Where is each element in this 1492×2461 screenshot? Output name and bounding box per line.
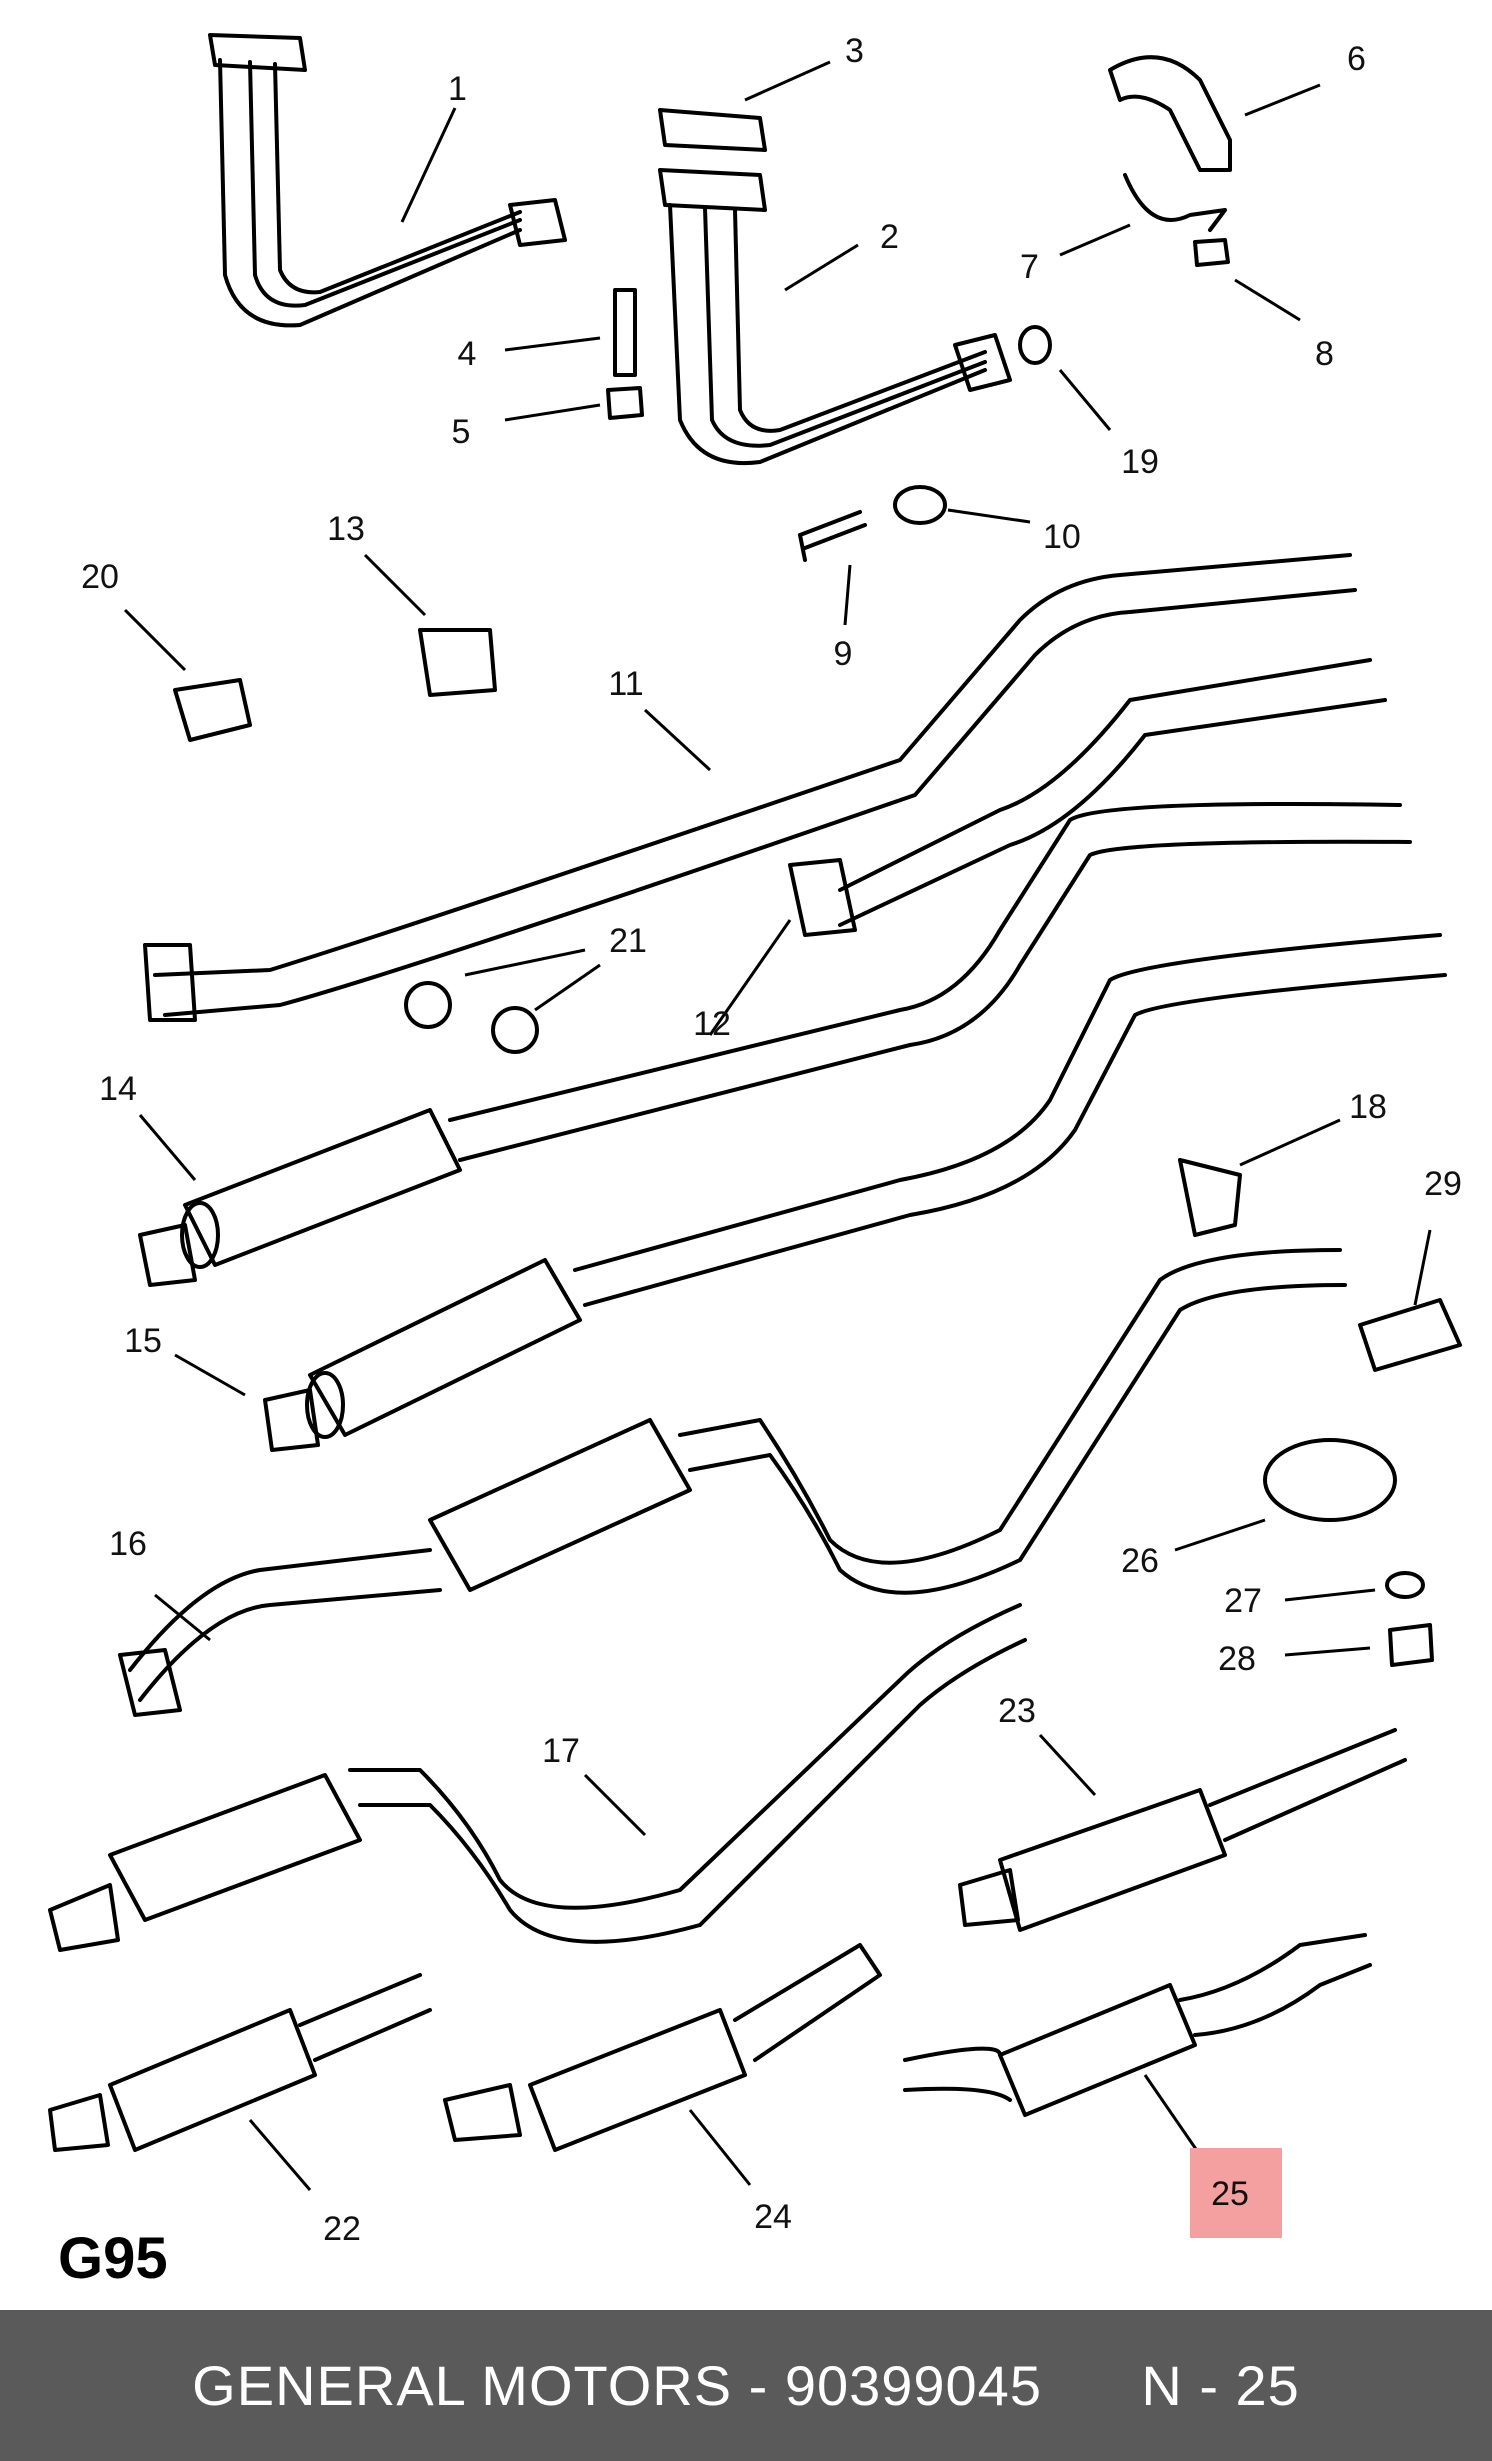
part-15-muffler-pipe <box>263 933 1447 1452</box>
callout-labels: 1 2 3 4 5 6 7 8 9 10 11 12 13 14 15 16 1… <box>81 32 1462 2248</box>
label-23: 23 <box>998 1692 1036 1730</box>
part-1-manifold <box>208 33 567 328</box>
label-13: 13 <box>327 510 365 548</box>
footer-part-number: 90399045 <box>784 2354 1042 2417</box>
label-20: 20 <box>81 558 119 596</box>
part-footer-bar: GENERAL MOTORS - 90399045 N - 25 <box>0 2310 1492 2461</box>
part-18-bracket <box>1178 1158 1242 1237</box>
footer-brand: GENERAL MOTORS <box>192 2354 733 2417</box>
label-15: 15 <box>124 1322 162 1360</box>
part-8-nut <box>1193 238 1230 267</box>
part-16-muffler-pipe <box>118 1248 1347 1717</box>
part-12-pipe <box>838 658 1387 927</box>
label-19: 19 <box>1121 443 1159 481</box>
label-29: 29 <box>1424 1165 1462 1203</box>
label-11: 11 <box>608 665 643 703</box>
label-7: 7 <box>1020 248 1039 286</box>
label-9: 9 <box>834 635 853 673</box>
label-2: 2 <box>880 218 899 256</box>
label-26: 26 <box>1121 1542 1159 1580</box>
label-12: 12 <box>693 1005 731 1043</box>
part-3-gasket <box>658 108 767 152</box>
part-13-clip <box>418 628 497 697</box>
part-19-washer <box>1018 325 1052 365</box>
part-20-bush <box>173 678 252 742</box>
label-22: 22 <box>323 2210 361 2248</box>
part-7-clamp <box>1123 173 1227 232</box>
part-24-rear-muffler <box>443 1943 882 2152</box>
label-14: 14 <box>99 1070 137 1108</box>
part-21-gasket-a <box>404 981 452 1029</box>
label-1: 1 <box>448 70 467 108</box>
label-17: 17 <box>542 1732 580 1770</box>
label-10: 10 <box>1043 518 1081 556</box>
label-8: 8 <box>1315 335 1334 373</box>
part-5-nut <box>606 386 644 420</box>
part-9-bolt <box>798 510 867 562</box>
label-6: 6 <box>1347 40 1366 78</box>
label-27: 27 <box>1224 1582 1262 1620</box>
label-18: 18 <box>1349 1088 1387 1126</box>
part-23-rear-muffler <box>958 1728 1407 1932</box>
part-25-rear-muffler <box>903 1933 1372 2117</box>
label-25: 25 <box>1211 2175 1249 2213</box>
part-26-clamp <box>1263 1438 1397 1522</box>
part-28-nut <box>1388 1623 1434 1667</box>
part-21-gasket-b <box>491 1006 539 1054</box>
part-2-front-pipe <box>658 168 1012 465</box>
part-17-muffler-pipe <box>48 1603 1027 1952</box>
label-24: 24 <box>754 2198 792 2236</box>
diagram-code: G95 <box>58 2226 168 2291</box>
part-27-washer <box>1385 1571 1425 1599</box>
label-5: 5 <box>452 413 471 451</box>
footer-position: N - 25 <box>1141 2354 1300 2417</box>
highlight-box-25 <box>1190 2148 1282 2238</box>
footer-separator: - <box>732 2354 785 2417</box>
part-6-bracket <box>1108 55 1232 172</box>
part-14-muffler-pipe <box>138 802 1412 1287</box>
leader-lines <box>123 60 1432 2191</box>
exhaust-parts-diagram: 1 2 3 4 5 6 7 8 9 10 11 12 13 14 15 16 1… <box>48 32 1462 2291</box>
label-3: 3 <box>845 32 864 70</box>
label-28: 28 <box>1218 1640 1256 1678</box>
part-29-bracket <box>1358 1298 1462 1372</box>
label-4: 4 <box>458 335 477 373</box>
part-22-rear-muffler <box>48 1973 432 2152</box>
footer-gap <box>1042 2353 1141 2418</box>
part-4-stud <box>613 288 637 377</box>
label-21: 21 <box>609 922 647 960</box>
part-10-spring <box>893 485 947 525</box>
part-11-pipe <box>153 553 1352 977</box>
label-16: 16 <box>109 1525 147 1563</box>
